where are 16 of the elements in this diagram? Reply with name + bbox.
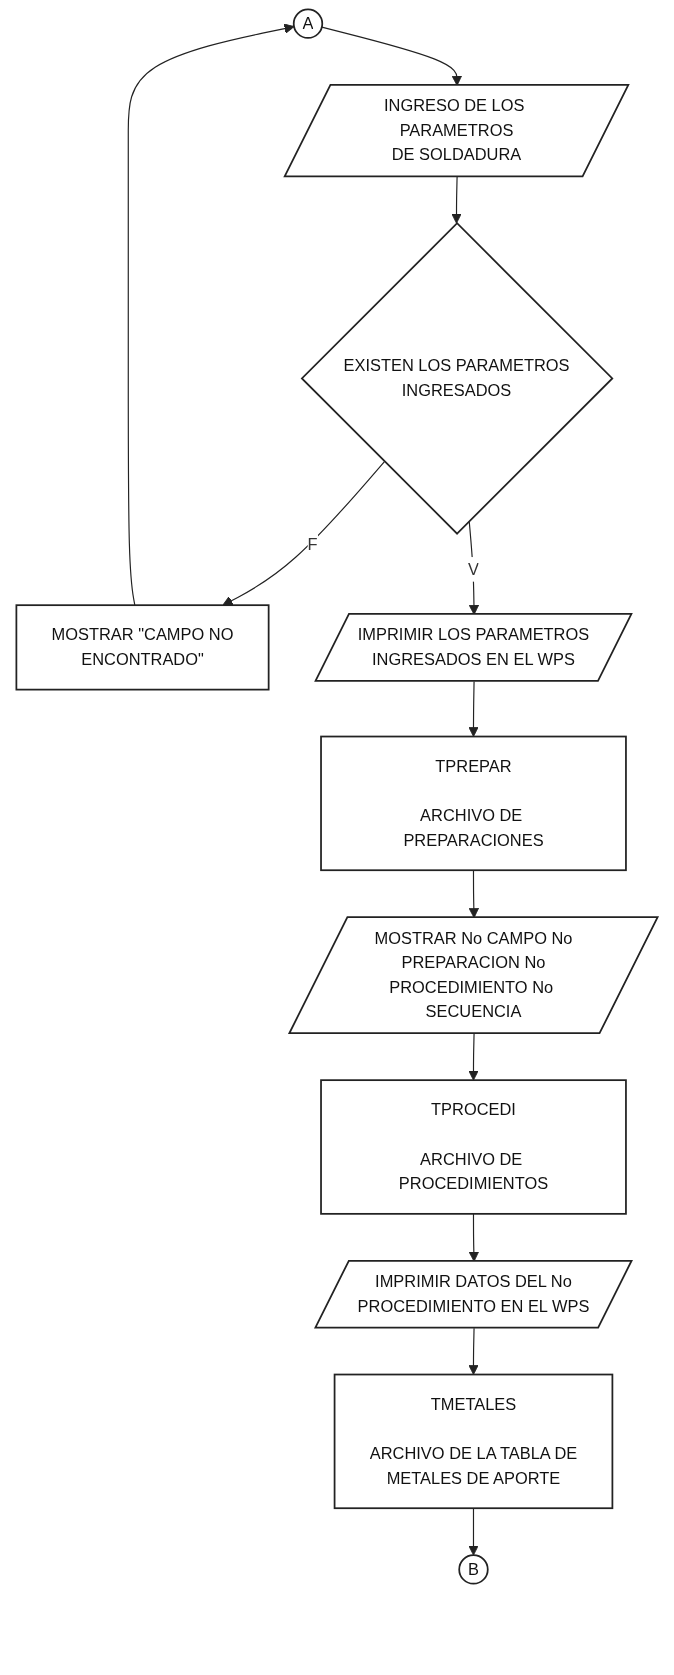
arrow (127, 23, 295, 606)
node-box: TPROCEDI ARCHIVO DE PROCEDIMIENTOS (320, 1079, 627, 1215)
edge-label: V (468, 559, 479, 579)
node-circle: B (458, 1554, 489, 1585)
arrow (468, 680, 479, 737)
arrow (468, 1327, 479, 1375)
node-diamond: EXISTEN LOS PARAMETROS INGRESADOS (300, 222, 614, 535)
arrow (451, 176, 462, 224)
arrow (468, 1507, 479, 1556)
arrow (468, 1033, 479, 1081)
node-box: TPREPAR ARCHIVO DE PREPARACIONES (320, 735, 627, 872)
node-circle: A (292, 8, 324, 39)
node-box: TMETALES ARCHIVO DE LA TABLA DE METALES DE APORTE (333, 1373, 614, 1510)
arrow (222, 461, 386, 606)
node-box: MOSTRAR "CAMPO NO ENCONTRADO" (15, 604, 270, 691)
edge-label: F (307, 534, 318, 554)
